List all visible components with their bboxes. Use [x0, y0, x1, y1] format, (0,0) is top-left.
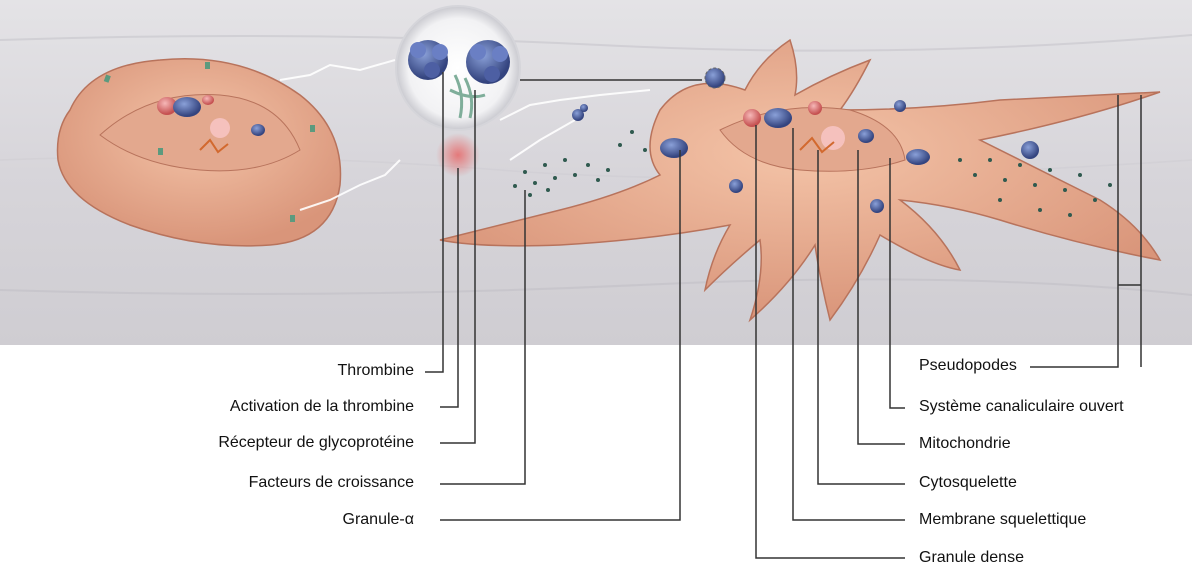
label-thrombin-activation: Activation de la thrombine: [230, 398, 414, 416]
label-thrombin: Thrombine: [338, 362, 414, 380]
label-pseudopods: Pseudopodes: [919, 357, 1017, 375]
label-cytoskeleton: Cytosquelette: [919, 474, 1017, 492]
label-open-canalicular-system: Système canaliculaire ouvert: [919, 398, 1124, 416]
label-skeletal-membrane: Membrane squelettique: [919, 511, 1086, 529]
label-mitochondria: Mitochondrie: [919, 435, 1011, 453]
label-alpha-granule: Granule-α: [343, 511, 415, 529]
label-dense-granule: Granule dense: [919, 549, 1024, 567]
label-growth-factors: Facteurs de croissance: [249, 474, 414, 492]
thrombin-magnifier: [396, 6, 520, 130]
label-glycoprotein-receptor: Récepteur de glycoprotéine: [218, 434, 414, 452]
